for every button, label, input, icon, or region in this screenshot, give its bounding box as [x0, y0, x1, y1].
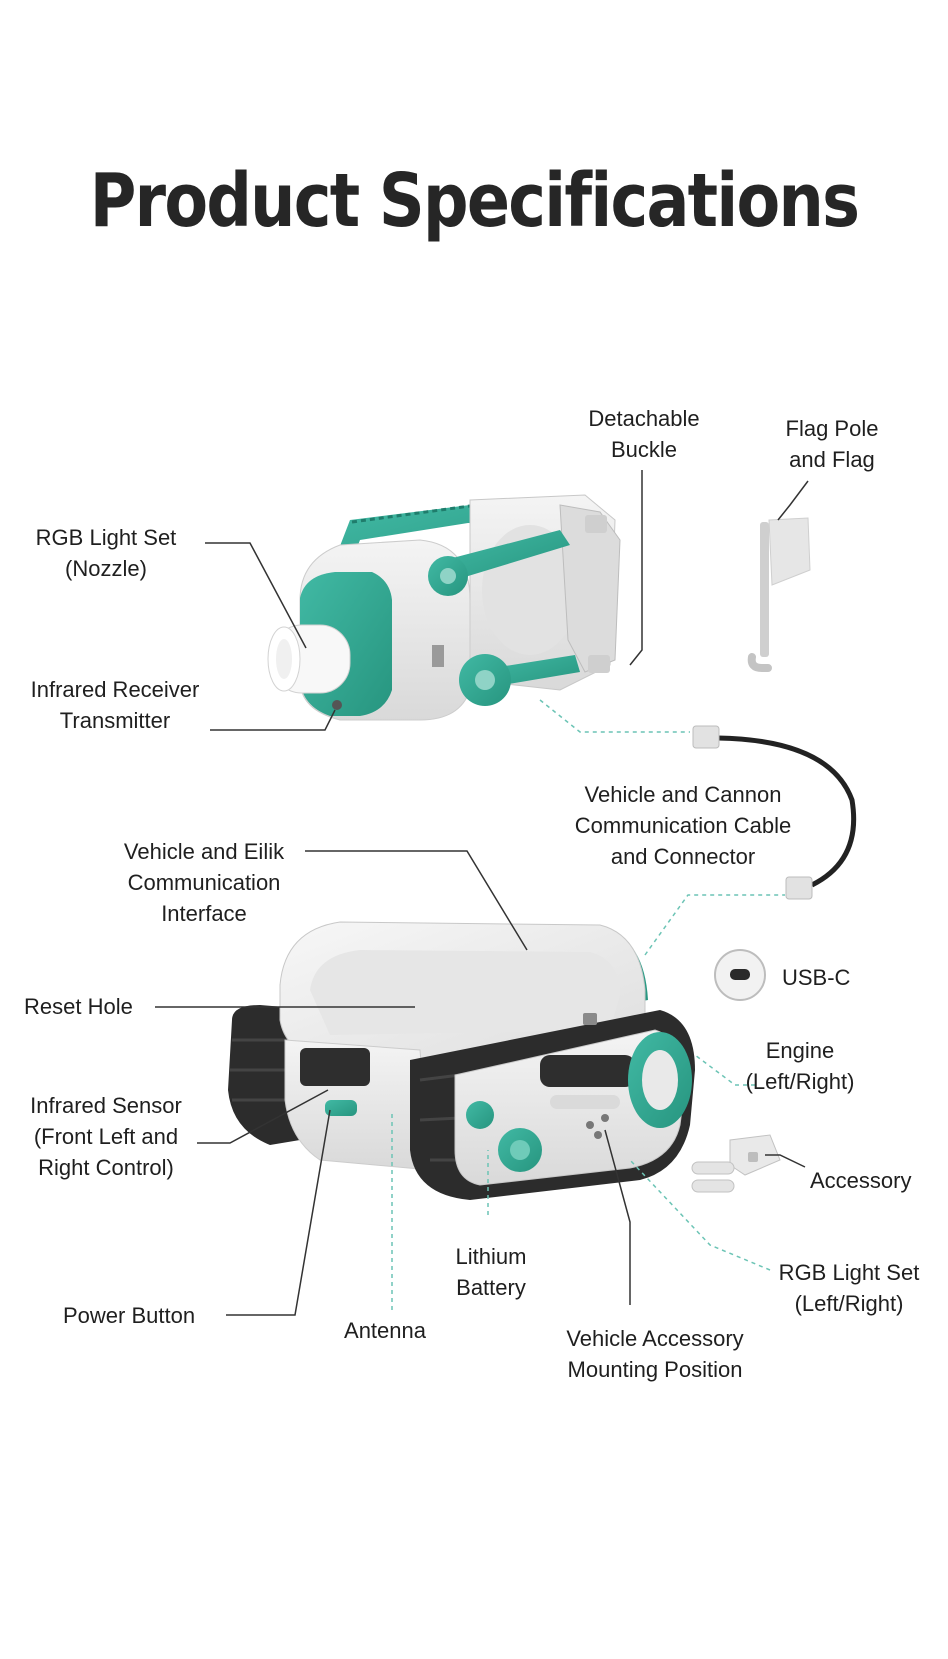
- label-line: Accessory: [810, 1168, 912, 1193]
- flag-pole-icon: [747, 517, 811, 672]
- label-detachable-buckle: Detachable Buckle: [588, 403, 699, 465]
- label-line: Interface: [161, 901, 247, 926]
- tracked-vehicle-icon: [228, 921, 695, 1200]
- label-eilik-interface: Vehicle and Eilik Communication Interfac…: [124, 836, 284, 929]
- label-line: (Left/Right): [745, 1069, 855, 1094]
- label-line: Battery: [456, 1275, 526, 1300]
- label-line: (Nozzle): [65, 556, 147, 581]
- label-line: Lithium: [455, 1244, 527, 1269]
- label-antenna: Antenna: [344, 1315, 426, 1346]
- label-usb-c: USB-C: [782, 962, 850, 993]
- label-line: RGB Light Set: [778, 1260, 920, 1285]
- usb-c-port-icon: [714, 949, 766, 1001]
- label-line: Infrared Receiver: [30, 677, 200, 702]
- label-infrared-receiver: Infrared Receiver Transmitter: [18, 674, 212, 736]
- label-line: Vehicle Accessory: [566, 1326, 744, 1351]
- label-rgb-light-side: RGB Light Set (Left/Right): [779, 1257, 920, 1319]
- label-line: Right Control): [38, 1155, 174, 1180]
- page-title: Product Specifications: [89, 158, 860, 244]
- label-reset-hole: Reset Hole: [24, 991, 133, 1022]
- label-accessory-mounting: Vehicle Accessory Mounting Position: [566, 1323, 743, 1385]
- label-line: Antenna: [344, 1318, 426, 1343]
- label-rgb-light-nozzle: RGB Light Set (Nozzle): [20, 522, 192, 584]
- label-line: Detachable: [588, 406, 700, 431]
- label-communication-cable: Vehicle and Cannon Communication Cable a…: [575, 779, 791, 872]
- label-line: Power Button: [63, 1303, 196, 1328]
- label-infrared-sensor: Infrared Sensor (Front Left and Right Co…: [30, 1090, 182, 1183]
- label-line: Vehicle and Cannon: [584, 782, 782, 807]
- label-line: RGB Light Set: [35, 525, 177, 550]
- label-line: USB-C: [782, 965, 851, 990]
- label-line: Engine: [765, 1038, 835, 1063]
- label-line: Transmitter: [59, 708, 171, 733]
- dashed-leader-lines: [391, 699, 785, 1310]
- label-power-button: Power Button: [63, 1300, 195, 1331]
- label-line: Buckle: [610, 437, 678, 462]
- accessory-connector-icon: [691, 1134, 781, 1193]
- label-line: and Connector: [610, 844, 756, 869]
- water-cannon-module-icon: [267, 494, 621, 721]
- leader-lines: [155, 470, 809, 1316]
- label-line: Flag Pole: [785, 416, 879, 441]
- label-accessory: Accessory: [810, 1165, 911, 1196]
- label-line: (Left/Right): [794, 1291, 904, 1316]
- label-line: Vehicle and Eilik: [123, 839, 285, 864]
- label-line: Infrared Sensor: [30, 1093, 182, 1118]
- label-engine: Engine (Left/Right): [746, 1035, 855, 1097]
- label-lithium-battery: Lithium Battery: [456, 1241, 527, 1303]
- label-line: Communication: [127, 870, 281, 895]
- communication-cable-icon: [692, 725, 857, 900]
- label-line: and Flag: [789, 447, 875, 472]
- label-line: Communication Cable: [574, 813, 792, 838]
- label-flag-pole: Flag Pole and Flag: [786, 413, 879, 475]
- label-line: Mounting Position: [567, 1357, 743, 1382]
- label-line: Reset Hole: [24, 994, 133, 1019]
- label-line: (Front Left and: [33, 1124, 179, 1149]
